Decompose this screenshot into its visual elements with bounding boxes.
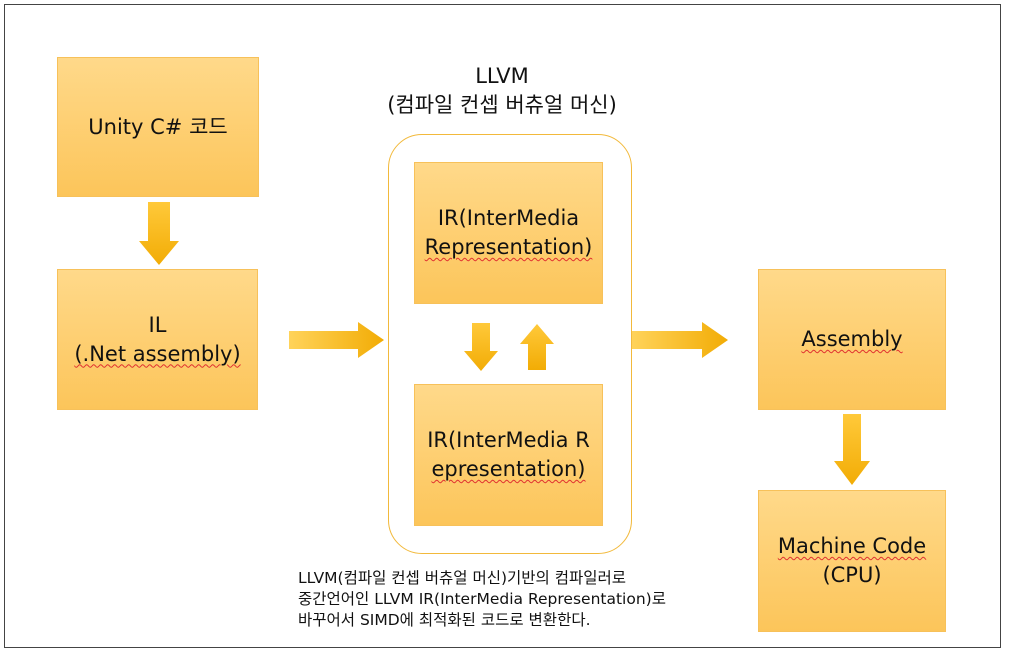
arrow-down-ir-top-to-bottom (464, 323, 498, 371)
node-machine-code-line-1: Machine Code (777, 534, 927, 558)
caption: LLVM(컴파일 컨셉 버츄얼 머신)기반의 컴파일러로 중간언어인 LLVM … (298, 568, 738, 631)
caption-line-2: 중간언어인 LLVM IR(InterMedia Representation)… (298, 590, 666, 608)
arrow-down-assembly-to-machine (834, 414, 870, 485)
node-assembly: Assembly (758, 269, 946, 410)
node-ir-top: IR(InterMedia Representation) (414, 162, 603, 304)
caption-line-1: LLVM(컴파일 컨셉 버츄얼 머신)기반의 컴파일러로 (298, 569, 627, 587)
node-il: IL (.Net assembly) (57, 269, 258, 410)
node-il-line-1: IL (148, 312, 167, 337)
arrow-up-ir-bottom-to-top (520, 324, 554, 370)
node-ir-bottom-line-1: IR(InterMedia R (427, 428, 590, 452)
node-ir-top-line-2: Representation) (424, 235, 593, 259)
llvm-title-line-2: (컴파일 컨셉 버츄얼 머신) (387, 93, 617, 117)
node-assembly-text: Assembly (801, 327, 903, 351)
arrow-down-unity-to-il (139, 202, 179, 265)
caption-line-3: 바꾸어서 SIMD에 최적화된 코드로 변환한다. (298, 611, 591, 629)
node-unity-code-text: Unity C# 코드 (88, 114, 228, 139)
arrow-right-il-to-llvm (289, 322, 384, 358)
node-ir-bottom-line-2: epresentation) (431, 457, 586, 481)
llvm-title: LLVM (컴파일 컨셉 버츄얼 머신) (340, 62, 664, 120)
node-ir-top-line-1: IR(InterMedia (437, 206, 580, 230)
node-machine-code: Machine Code (CPU) (758, 490, 946, 632)
llvm-title-line-1: LLVM (475, 64, 529, 88)
node-il-line-2: (.Net assembly) (74, 341, 241, 366)
node-unity-code: Unity C# 코드 (57, 57, 259, 197)
arrow-right-llvm-to-assembly (632, 322, 728, 358)
node-ir-bottom: IR(InterMedia R epresentation) (414, 384, 603, 526)
node-machine-code-line-2: (CPU) (822, 563, 882, 587)
